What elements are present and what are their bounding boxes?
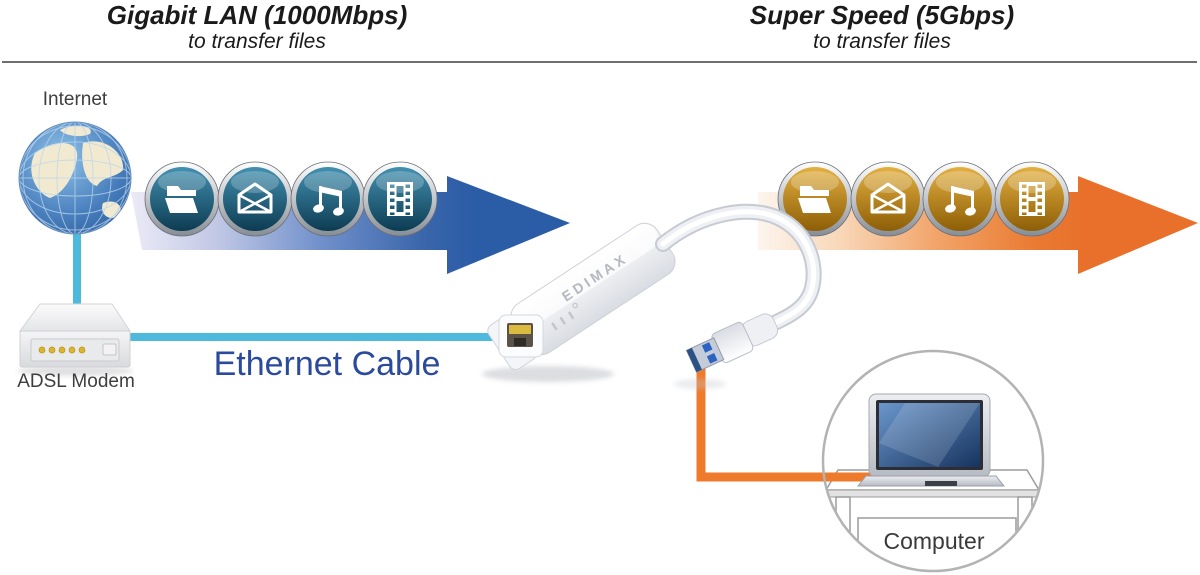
usb-ethernet-adapter: EDIMAX — [487, 203, 822, 373]
modem-button — [102, 343, 117, 356]
adsl-modem-illustration — [17, 303, 133, 376]
modem-shadow — [17, 366, 133, 376]
modem-led-lights — [38, 346, 86, 354]
adapter-case-highlight — [512, 224, 658, 330]
desk-leg-left — [835, 496, 851, 571]
laptop-hinge — [925, 481, 957, 486]
mail-icon — [850, 161, 926, 237]
header-divider-line — [2, 61, 1197, 63]
computer-label: Computer — [883, 528, 985, 554]
film-icon — [994, 161, 1070, 237]
film-icon — [362, 161, 438, 237]
screen-glare — [879, 403, 980, 467]
desk-leg-right — [1017, 496, 1033, 571]
usb-header: Super Speed (5Gbps) to transfer files — [682, 0, 1082, 54]
usb-header-subtitle: to transfer files — [813, 30, 951, 53]
music-note-icon — [290, 161, 366, 237]
ethernet-line-horizontal — [126, 333, 504, 341]
adsl-modem-label: ADSL Modem — [17, 371, 135, 392]
usb-header-title: Super Speed (5Gbps) — [749, 0, 1015, 30]
computer-illustration — [696, 349, 1045, 573]
plug-shadow — [674, 379, 726, 389]
desk-edge — [825, 489, 1040, 498]
usb-plug-tip — [686, 347, 702, 373]
laptop-illustration — [856, 393, 1006, 487]
adapter-shadow — [482, 366, 614, 382]
adapter-led-marks — [551, 302, 578, 331]
rj45-port — [498, 314, 544, 358]
rj45-latch-slot — [514, 338, 526, 346]
lan-header: Gigabit LAN (1000Mbps) to transfer files — [57, 0, 457, 54]
usb-cable — [655, 203, 822, 335]
internet-globe-icon — [18, 121, 132, 235]
lan-header-subtitle: to transfer files — [188, 30, 326, 53]
computer-circle-outline — [821, 349, 1045, 573]
usb-plug — [685, 313, 779, 373]
rj45-pins — [509, 325, 531, 334]
laptop-screen — [879, 403, 980, 467]
usb-contact — [701, 342, 713, 353]
ethernet-line-vertical — [73, 225, 81, 313]
music-note-icon — [922, 161, 998, 237]
internet-label: Internet — [42, 89, 108, 110]
usb-contact — [706, 353, 718, 364]
folder-icon — [144, 161, 220, 237]
mail-icon — [217, 161, 293, 237]
lan-header-title: Gigabit LAN (1000Mbps) — [106, 0, 408, 30]
modem-top-face — [19, 303, 131, 332]
ethernet-cable-label: Ethernet Cable — [213, 345, 441, 383]
